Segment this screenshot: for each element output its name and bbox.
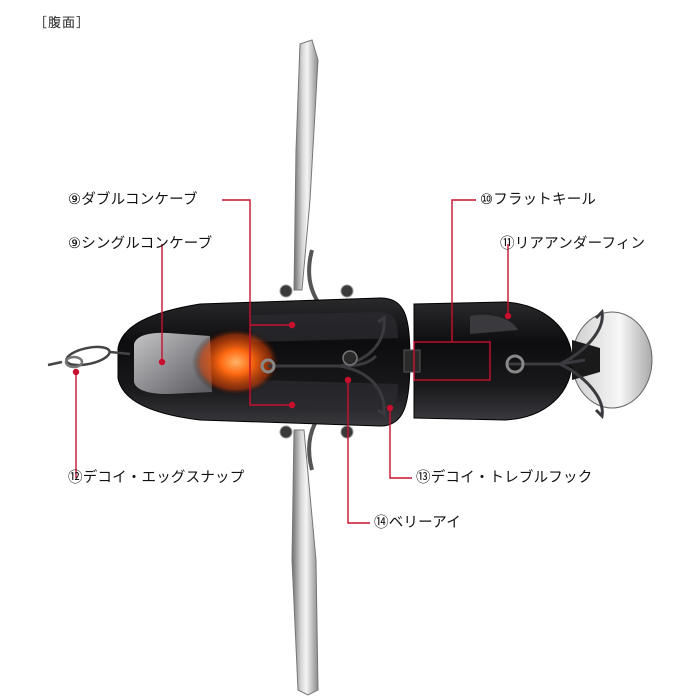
- callout-double-concave: ⑨ダブルコンケーブ: [68, 192, 198, 208]
- callout-rear-under-fin: ⑪リアアンダーフィン: [500, 236, 646, 252]
- callout-treble-hook: ⑬デコイ・トレブルフック: [416, 470, 593, 486]
- upper-blade: [293, 39, 319, 291]
- callout-belly-eye: ⑭ベリーアイ: [374, 515, 461, 531]
- leader-lines: [72, 199, 512, 524]
- egg-snap: [47, 345, 131, 369]
- view-label: ［腹面］: [34, 16, 91, 31]
- head-window: [134, 332, 212, 394]
- belly-glow: [192, 328, 280, 396]
- callout-single-concave: ⑨シングルコンケーブ: [68, 236, 213, 252]
- callout-flat-keel: ⑩フラットキール: [480, 192, 597, 208]
- callout-egg-snap: ⑫デコイ・エッグスナップ: [68, 470, 245, 486]
- lower-blade: [291, 429, 319, 696]
- rear-treble-hook: [505, 308, 604, 420]
- belly-eye: [342, 350, 358, 366]
- front-treble-hook: [260, 315, 386, 417]
